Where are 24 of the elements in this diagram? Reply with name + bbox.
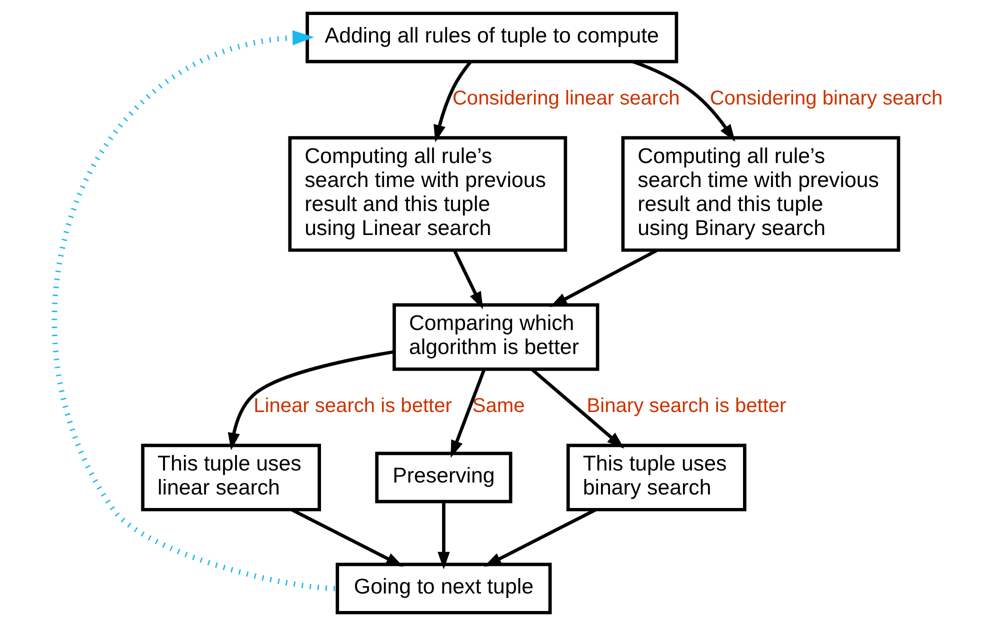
arrow bbox=[438, 502, 450, 570]
arrow bbox=[550, 248, 658, 308]
edge-label: Considering linear search bbox=[452, 87, 680, 110]
node-box: Comparing which algorithm is better bbox=[392, 303, 600, 371]
node-box: Computing all rule’s search time with previous result and this tuple using Binary search bbox=[621, 136, 900, 252]
node-box: Adding all rules of tuple to compute bbox=[306, 12, 678, 64]
arrow bbox=[484, 508, 596, 567]
edge-label: Linear search is better bbox=[254, 394, 452, 417]
arrow bbox=[52, 30, 337, 592]
edge-label: Same bbox=[472, 394, 525, 417]
node-box: This tuple uses linear search bbox=[141, 444, 321, 512]
node-box: Computing all rule’s search time with previous result and this tuple using Linear search bbox=[288, 136, 568, 252]
node-box: This tuple uses binary search bbox=[566, 444, 746, 512]
node-box: Preserving bbox=[375, 452, 512, 504]
node-box: Going to next tuple bbox=[336, 562, 552, 614]
arrow bbox=[228, 350, 394, 450]
arrow bbox=[434, 60, 472, 142]
edge-label: Binary search is better bbox=[586, 394, 786, 417]
arrow bbox=[450, 368, 486, 458]
arrow bbox=[291, 508, 404, 567]
arrow bbox=[452, 250, 484, 310]
arrow bbox=[530, 368, 624, 449]
edge-label: Considering binary search bbox=[710, 87, 943, 110]
arrow bbox=[632, 60, 736, 142]
